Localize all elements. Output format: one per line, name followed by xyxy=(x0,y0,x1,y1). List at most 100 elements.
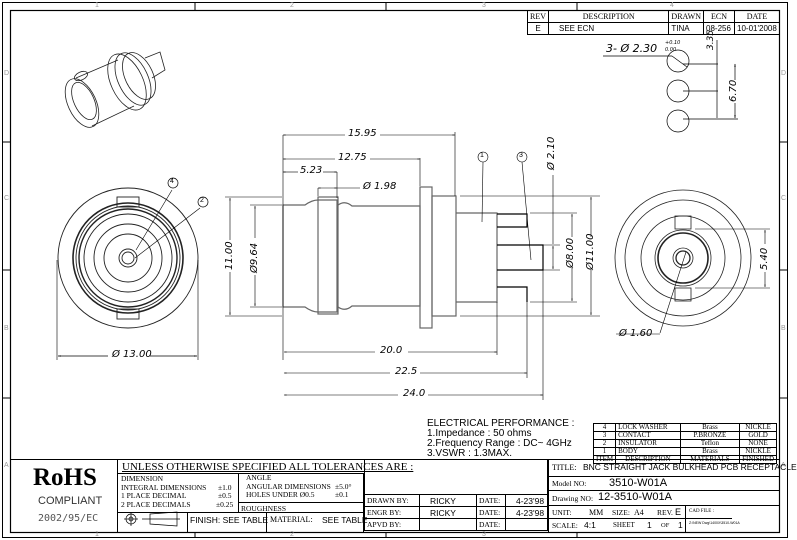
unit-value: MM xyxy=(589,508,604,517)
divider xyxy=(187,512,188,533)
electrical-line-1: 1.Impedance : 50 ohms xyxy=(427,428,532,439)
dim-5-23: 5.23 xyxy=(300,165,323,176)
rev-drawn: TINA xyxy=(668,22,704,35)
dim-12-75: 12.75 xyxy=(338,152,367,163)
drawing-title: BNC STRAIGHT JACK BULKHEAD PCB RECEPTACL… xyxy=(583,462,797,472)
divider xyxy=(548,518,732,519)
divider xyxy=(685,505,686,533)
dim-22-5: 22.5 xyxy=(395,366,418,377)
divider xyxy=(117,512,364,513)
pcb-hole-pattern xyxy=(603,40,738,133)
angle-tolerances: ANGLE ANGULAR DIMENSIONS±5.0° HOLES UNDE… xyxy=(246,473,352,499)
zone-col-3: 3 xyxy=(482,2,486,9)
blank-box xyxy=(364,459,548,495)
projection-symbol xyxy=(124,511,180,527)
dim-front-dia: Ø 13.00 xyxy=(112,349,152,360)
pcb-holes-dim: 3- Ø 2.30 xyxy=(606,42,658,55)
cad-file: Z:\NEW Dwg\1400X\3510-W01A xyxy=(689,521,740,525)
pcb-holes-tol-upper: +0.10 xyxy=(665,40,681,46)
zone-row-b-right: B xyxy=(781,325,786,332)
sheet-total: 1 xyxy=(678,520,683,530)
rev-ecn: 08-256 xyxy=(703,22,735,35)
divider xyxy=(266,512,267,533)
rev-description: SEE ECN xyxy=(547,22,670,35)
title-label: TITLE: xyxy=(552,463,577,472)
revision-block: REV DESCRIPTION DRAWN ECN DATE E SEE ECN… xyxy=(527,10,780,35)
model-label: Model NO: xyxy=(552,479,587,488)
zone-ticks xyxy=(2,2,788,538)
zone-row-c-right: C xyxy=(781,195,787,202)
of-label: OF xyxy=(661,522,670,529)
tolerance-heading: UNLESS OTHERWISE SPECIFIED ALL TOLERANCE… xyxy=(122,461,414,473)
zone-col-1: 1 xyxy=(95,2,99,9)
drawn-header: DRAWN xyxy=(668,10,704,23)
zone-row-d: D xyxy=(4,70,10,77)
zone-col-2: 2 xyxy=(290,2,294,9)
model-number: 3510-W01A xyxy=(609,477,668,489)
hole-pitch-2: 6.70 xyxy=(728,79,739,102)
dim-center-pin: Ø 1.60 xyxy=(619,328,653,339)
rev-header: REV xyxy=(527,10,549,23)
title-block xyxy=(548,459,780,533)
size-label: SIZE: xyxy=(612,508,630,517)
scale-label: SCALE: xyxy=(552,521,578,530)
pcb-holes-tol-lower: 0.00 xyxy=(665,47,677,53)
finish-label: FINISH: SEE TABLE xyxy=(190,515,269,525)
rohs-directive: 2002/95/EC xyxy=(38,513,99,524)
zone-col-4: 4 xyxy=(670,2,674,9)
electrical-performance: ELECTRICAL PERFORMANCE : 1.Impedance : 5… xyxy=(427,419,574,459)
inner-border xyxy=(9,9,781,534)
dim-15-95: 15.95 xyxy=(348,128,377,139)
zone-col-1-bottom: 1 xyxy=(95,531,99,538)
isometric-view xyxy=(64,51,166,128)
zone-row-b: B xyxy=(4,325,9,332)
dim-20: 20.0 xyxy=(380,345,403,356)
title-block-frame xyxy=(10,459,780,533)
dimension-tolerances: DIMENSION INTEGRAL DIMENSIONS±1.0 1 PLAC… xyxy=(121,474,234,509)
divider xyxy=(548,490,780,491)
rev-date: 10-01'2008 xyxy=(734,22,780,35)
end-view xyxy=(614,189,770,335)
divider xyxy=(238,502,364,503)
front-view xyxy=(56,177,209,360)
dim-groove-dia: Ø 1.98 xyxy=(363,181,397,192)
divider xyxy=(117,459,118,533)
zone-col-2-bottom: 2 xyxy=(290,531,294,538)
dim-pin-dia: Ø 2.10 xyxy=(546,136,557,170)
balloon-1: 1 xyxy=(480,152,484,159)
material-value: SEE TABLE xyxy=(322,515,368,525)
electrical-line-2: 2.Frequency Range : DC~ 4GHz xyxy=(427,438,572,449)
unit-label: UNIT: xyxy=(552,508,572,517)
electrical-line-3: 3.VSWR : 1.3MAX. xyxy=(427,448,513,459)
electrical-title: ELECTRICAL PERFORMANCE : xyxy=(427,418,575,429)
approval-row: APVD BY:DATE: xyxy=(364,518,548,531)
zone-row-a-right: A xyxy=(781,462,786,469)
tolerance-box xyxy=(117,473,364,533)
dim-body-dia-8: Ø8.00 xyxy=(565,237,576,268)
balloon-4: 4 xyxy=(170,178,174,185)
dim-body-dia-11: Ø11.00 xyxy=(585,233,596,271)
dim-thread-dia: Ø9.64 xyxy=(249,242,260,273)
ecn-header: ECN xyxy=(703,10,735,23)
material-label: MATERIAL: xyxy=(270,515,313,524)
cad-label: CAD FILE : xyxy=(689,509,714,514)
dim-24: 24.0 xyxy=(403,388,426,399)
rev-value: E xyxy=(527,22,549,35)
drawing-number: 12-3510-W01A xyxy=(598,491,672,503)
side-view-dimensions xyxy=(225,132,600,400)
divider xyxy=(238,473,239,513)
divider xyxy=(548,505,780,506)
divider xyxy=(548,476,780,477)
roughness-label: ROUGHNESS xyxy=(241,504,287,513)
rev-label: REV. xyxy=(657,508,673,517)
rohs-title: RoHS xyxy=(33,464,97,491)
hole-pitch-1: 3.35 xyxy=(706,29,716,50)
zone-col-3-bottom: 3 xyxy=(482,531,486,538)
zone-row-a: A xyxy=(4,462,9,469)
sheet-number: 1 xyxy=(647,520,652,530)
side-view xyxy=(282,186,544,329)
